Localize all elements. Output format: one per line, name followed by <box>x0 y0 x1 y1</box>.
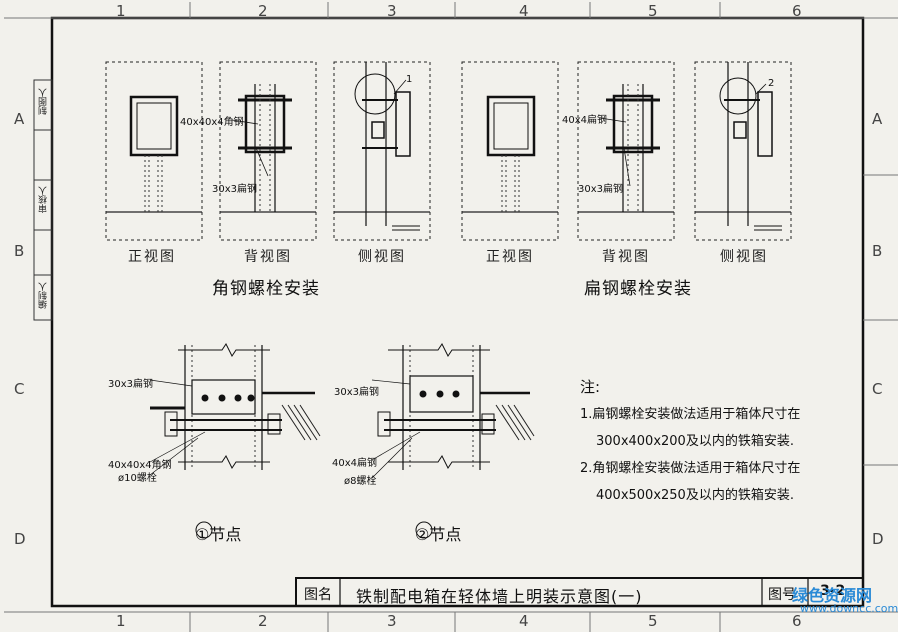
node-circle-markers <box>195 521 433 539</box>
col-5-top: 5 <box>648 2 658 20</box>
row-d-left: D <box>14 530 26 548</box>
label-side-view-2: 侧视图 <box>720 249 768 265</box>
right-grid-ruler <box>863 174 898 466</box>
node-detail-2 <box>371 343 535 479</box>
callout-angle-steel: 40x40x4角钢 <box>180 117 244 128</box>
col-2-top: 2 <box>258 2 268 20</box>
col-1-top: 1 <box>116 2 126 20</box>
row-c-right: C <box>872 380 883 398</box>
label-front-view-2: 正视图 <box>486 249 534 265</box>
row-c-left: C <box>14 380 25 398</box>
side-view-2 <box>719 62 782 231</box>
back-view-box-2 <box>599 84 660 212</box>
callout-flat-40x4: 40x4扁钢 <box>562 115 608 126</box>
label-front-view-1: 正视图 <box>128 249 176 265</box>
title-block-title: 铁制配电箱在轻体墙上明装示意图(一) <box>356 587 643 606</box>
side-label-drafter: 制图人 <box>39 88 49 115</box>
node2-callout-bolt: ø8螺栓 <box>344 476 377 487</box>
node1-callout-flat: 30x3扁钢 <box>108 379 154 390</box>
col-2-bottom: 2 <box>258 612 268 630</box>
col-5-bottom: 5 <box>648 612 658 630</box>
row-b-left: B <box>14 242 25 260</box>
label-side-view-1: 侧视图 <box>358 249 406 265</box>
drawing-frame <box>50 16 865 608</box>
row-b-right: B <box>872 242 883 260</box>
front-view-box-2 <box>486 95 536 212</box>
notes-line-2: 300x400x200及以内的铁箱安装. <box>596 434 794 449</box>
col-6-top: 6 <box>792 2 802 20</box>
col-3-top: 3 <box>387 2 397 20</box>
callout-flat-steel-1: 30x3扁钢 <box>212 184 258 195</box>
side-view-1 <box>354 62 420 231</box>
side-label-reviewer: 审核人 <box>39 186 49 213</box>
watermark-url: www.downcc.com <box>800 602 898 615</box>
col-1-bottom: 1 <box>116 612 126 630</box>
notes-heading: 注: <box>580 378 601 396</box>
label-back-view-2: 背视图 <box>602 249 650 265</box>
col-4-top: 4 <box>519 2 529 20</box>
node2-callout-flat: 30x3扁钢 <box>334 387 380 398</box>
front-view-box-1 <box>129 95 179 212</box>
callout-marker-2: 2 <box>768 78 775 89</box>
view-frames <box>105 61 792 241</box>
watermark-logo-text: 绿色资源网 <box>792 586 873 605</box>
node1-callout-bolt: ø10螺栓 <box>118 473 157 484</box>
bottom-grid-ruler <box>4 611 898 632</box>
label-back-view-1: 背视图 <box>244 249 292 265</box>
node2-callout-flat2: 40x4扁钢 <box>332 458 378 469</box>
title-block-name-label: 图名 <box>304 587 332 603</box>
notes-block: 注: 1.扁钢螺栓安装做法适用于箱体尺寸在 300x400x200及以内的铁箱安… <box>580 374 800 509</box>
callout-flat-steel-2: 30x3扁钢 <box>578 184 624 195</box>
node1-label: ①节点 <box>195 525 242 544</box>
col-4-bottom: 4 <box>519 612 529 630</box>
notes-line-1: 1.扁钢螺栓安装做法适用于箱体尺寸在 <box>580 407 801 422</box>
node1-callout-angle: 40x40x4角钢 <box>108 460 172 471</box>
notes-line-3: 2.角钢螺栓安装做法适用于箱体尺寸在 <box>580 461 801 476</box>
back-view-box-1 <box>231 84 292 212</box>
node-detail-1 <box>149 343 321 476</box>
title-block-frame <box>295 577 864 607</box>
col-3-bottom: 3 <box>387 612 397 630</box>
title-block-num-label: 图号 <box>768 587 796 603</box>
col-6-bottom: 6 <box>792 612 802 630</box>
side-label-compiler: 编制人 <box>39 282 49 309</box>
callout-marker-1: 1 <box>406 74 413 85</box>
row-a-left: A <box>14 110 25 128</box>
row-d-right: D <box>872 530 884 548</box>
node2-label: ②节点 <box>415 525 462 544</box>
row-a-right: A <box>872 110 883 128</box>
title-flat-bolt-install: 扁钢螺栓安装 <box>584 279 692 299</box>
title-block-num: 3-2 <box>820 583 846 599</box>
title-angle-bolt-install: 角钢螺栓安装 <box>212 279 320 299</box>
side-strip <box>33 79 53 321</box>
notes-line-4: 400x500x250及以内的铁箱安装. <box>596 488 794 503</box>
top-grid-ruler <box>4 2 898 19</box>
